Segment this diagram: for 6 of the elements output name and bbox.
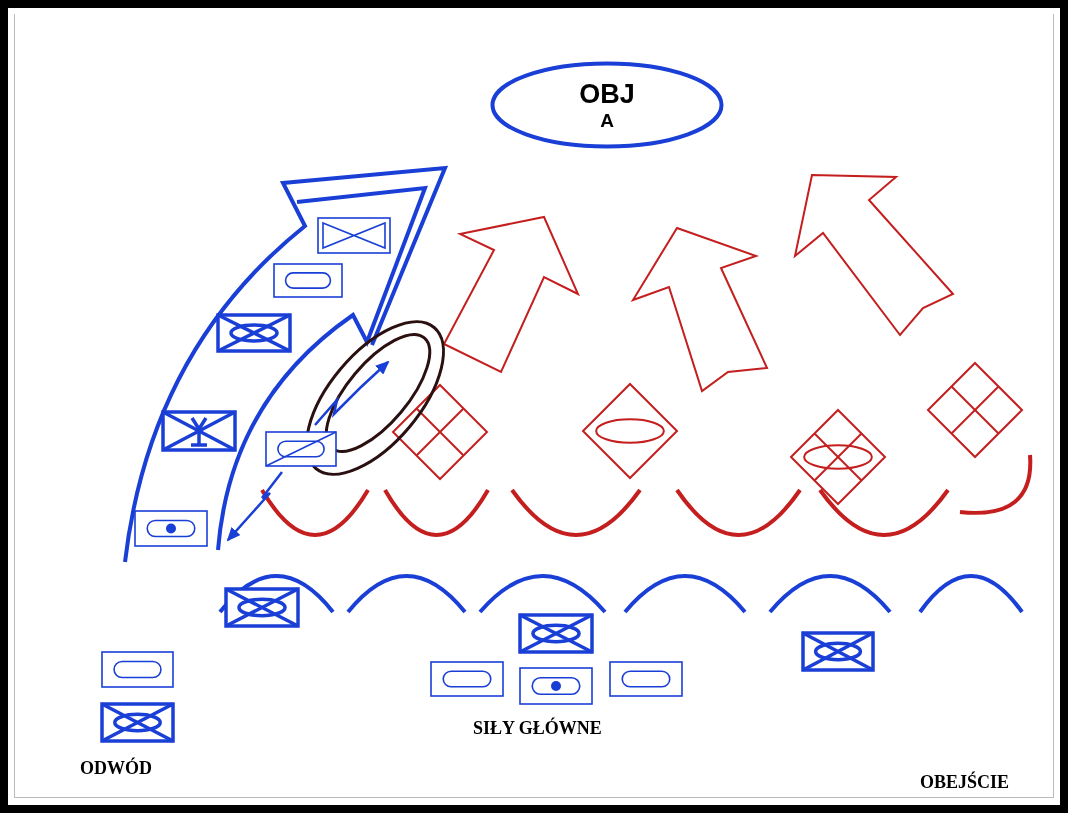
objective-label: OBJ (579, 78, 635, 110)
force-label: ODWÓD (80, 758, 152, 779)
objective-name: A (600, 109, 614, 132)
force-label: OBEJŚCIE (920, 772, 1010, 793)
force-label: SIŁY GŁÓWNE (473, 718, 602, 739)
objective-ellipse (490, 61, 724, 149)
